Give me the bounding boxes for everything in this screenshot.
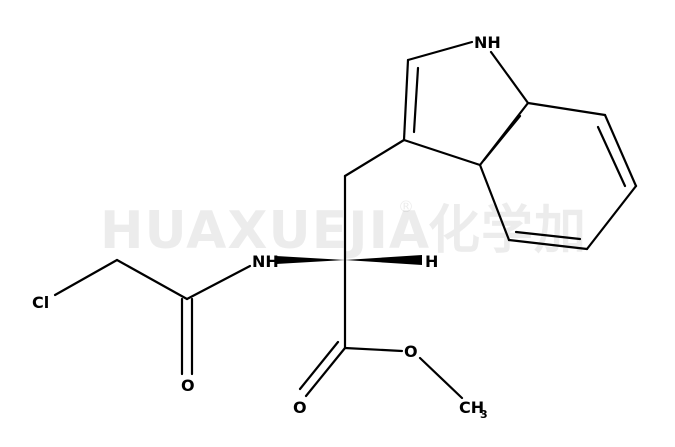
watermark-registered-mark: ®	[398, 197, 414, 216]
bond-c5-c4-double	[514, 230, 582, 241]
bond-co-double-2	[298, 340, 340, 391]
bond-c7a-c3a-double	[482, 114, 522, 162]
bond-co-double-1	[304, 346, 347, 398]
watermark-cn-text: 化学加	[428, 201, 587, 261]
bond-c6-c5	[585, 184, 638, 251]
bond-c2-c3	[402, 58, 410, 142]
bond-ch2-cl	[53, 258, 119, 297]
bond-c3-ch2	[343, 138, 406, 178]
bond-oester-ch3	[418, 356, 464, 400]
bond-c-oester	[343, 346, 404, 353]
atom-label-ch3: CH	[459, 398, 484, 417]
bond-n1-c7a	[489, 50, 530, 105]
atom-label-o-ester: O	[404, 342, 418, 361]
bond-c7a-c7	[526, 101, 607, 117]
bond-c7-c6	[603, 113, 638, 188]
watermark-text: HUAXUEJIA	[100, 201, 430, 261]
atom-label-h: H	[425, 252, 438, 271]
bond-c2-n1	[406, 40, 474, 62]
wedge-bond-h	[345, 255, 422, 265]
atom-label-ch3-subscript: 3	[480, 408, 488, 421]
bond-c2-c3-double	[412, 66, 420, 134]
atom-label-o-carbonyl: O	[293, 398, 307, 417]
bond-c4-c3a	[478, 163, 511, 242]
bond-camide-ch2	[115, 258, 189, 301]
bond-c7-c6-double	[596, 125, 627, 188]
wedge-bond-nh	[276, 256, 345, 264]
atom-label-nh-indole: NH	[474, 33, 501, 52]
bond-c3-c3a	[402, 138, 482, 167]
atom-label-o-amide: O	[181, 376, 195, 395]
bond-n-camide	[185, 264, 252, 301]
atom-label-cl: Cl	[32, 293, 49, 312]
atom-label-nh-amide: NH	[252, 252, 279, 271]
bond-c5-c4	[507, 238, 589, 251]
